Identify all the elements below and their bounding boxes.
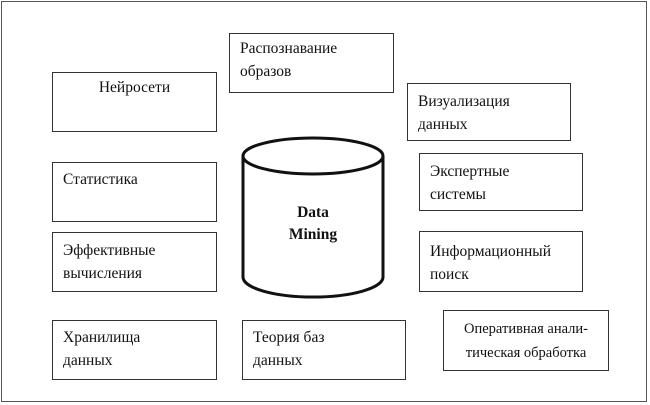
box-information-retrieval-label: Информационный поиск (430, 243, 552, 283)
box-visualization: Визуализация данных (407, 83, 571, 141)
center-label-line2: Mining (288, 226, 338, 243)
box-database-theory-label: Теория баз данных (253, 329, 325, 369)
box-efficient-computing: Эффективные вычисления (52, 232, 217, 292)
box-statistics: Статистика (52, 162, 217, 222)
box-pattern-recognition: Распознавание образов (229, 33, 394, 93)
box-data-warehouses: Хранилища данных (52, 320, 217, 380)
box-statistics-label: Статистика (63, 171, 138, 188)
box-database-theory: Теория баз данных (242, 320, 406, 380)
box-information-retrieval: Информационный поиск (419, 231, 583, 292)
box-pattern-recognition-label: Распознавание образов (240, 40, 338, 80)
box-neural-networks-label: Нейросети (98, 79, 171, 96)
box-visualization-label: Визуализация данных (418, 93, 510, 133)
box-data-warehouses-label: Хранилища данных (63, 329, 141, 369)
database-cylinder-icon (241, 136, 385, 299)
box-expert-systems-label: Экспертные системы (430, 163, 510, 203)
center-label: Data Mining (238, 202, 388, 246)
box-olap-label: Оперативная анали- тическая обработка (464, 321, 588, 361)
box-neural-networks: Нейросети (52, 72, 217, 132)
center-label-line1: Data (297, 204, 329, 221)
box-olap: Оперативная анали- тическая обработка (443, 310, 609, 371)
box-expert-systems: Экспертные системы (419, 153, 583, 211)
box-efficient-computing-label: Эффективные вычисления (63, 242, 156, 282)
